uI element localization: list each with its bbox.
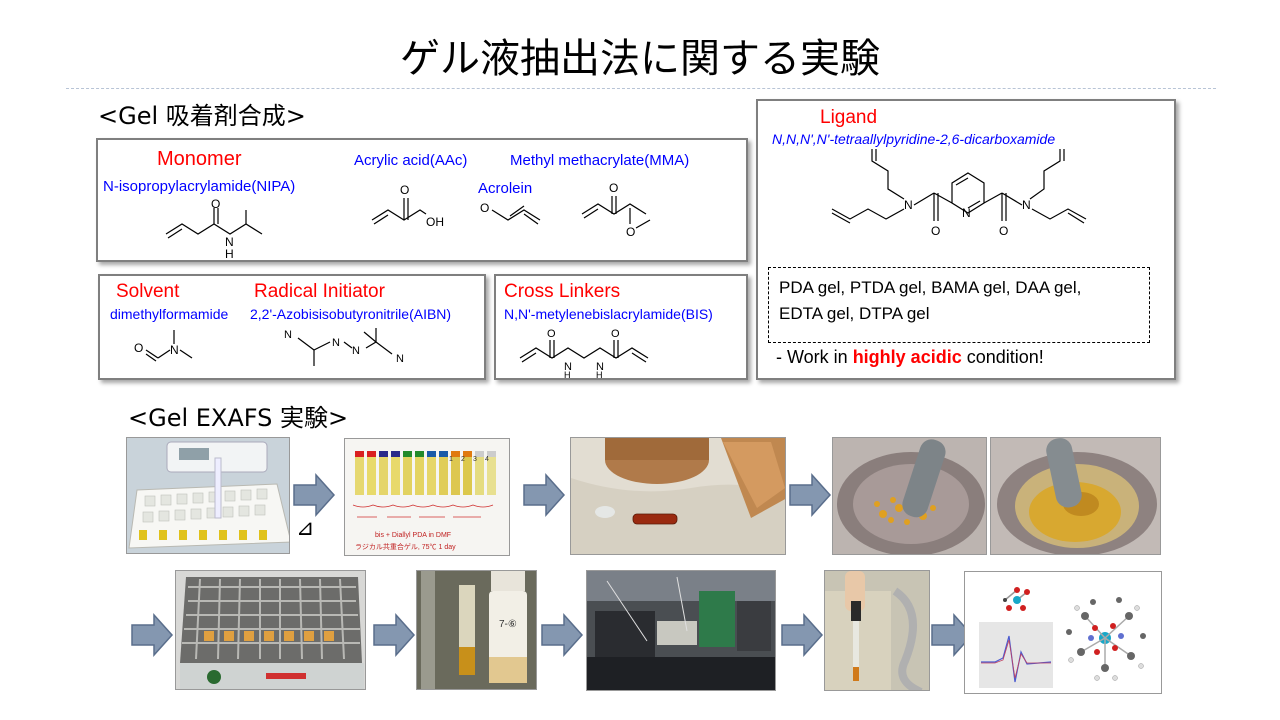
- bis-structure: O O N H N H: [519, 328, 649, 378]
- acidic-note: - Work in highly acidic condition!: [776, 347, 1044, 368]
- mma-structure: O O: [581, 181, 651, 238]
- dmf-structure: O N: [134, 330, 193, 362]
- solvent-name: dimethylformamide: [110, 306, 229, 322]
- svg-text:N: N: [332, 337, 340, 349]
- mortar-grains-image: [833, 438, 986, 554]
- gel-types-line2: EDTA gel, DTPA gel: [779, 304, 930, 323]
- vial-label-2: 2: [461, 456, 465, 463]
- vial-note-line1: bis + Diallyl PDA in DMF: [375, 532, 451, 539]
- bottle-label: 7-⑥: [499, 619, 517, 630]
- svg-text:N: N: [170, 343, 179, 357]
- svg-text:N: N: [564, 361, 572, 373]
- complex-structure-icon: [1066, 597, 1146, 681]
- process-arrow-7: [781, 613, 824, 657]
- process-arrow-5: [373, 613, 416, 657]
- exafs-results-image: [965, 572, 1161, 693]
- vial-label-1: 1: [449, 456, 453, 463]
- process-arrow-2: [523, 473, 566, 517]
- sample-holder-image: [825, 571, 929, 690]
- shaker-image: [176, 571, 365, 689]
- monomer-heading: Monomer: [157, 148, 242, 170]
- beamline-image: [587, 571, 775, 690]
- monomer-box: Monomer N-isopropylacrylamide(NIPA) Acry…: [96, 138, 748, 262]
- svg-text:O: O: [611, 328, 620, 340]
- page-title: ゲル液抽出法に関する実験: [400, 36, 880, 82]
- mortar-powder-image: [991, 438, 1160, 554]
- nipa-label: N-isopropylacrylamide(NIPA): [103, 178, 296, 195]
- photo-exafs-results: [964, 571, 1162, 694]
- photo-shaker: [175, 570, 366, 690]
- tube-rack-image: [127, 438, 289, 553]
- photo-hammer: [570, 437, 786, 555]
- svg-text:O: O: [400, 183, 409, 197]
- crosslinker-name: N,N'-metylenebislacrylamide(BIS): [504, 306, 713, 322]
- heat-symbol: ⊿: [296, 516, 315, 541]
- photo-mortar-powder: [990, 437, 1161, 555]
- svg-text:N: N: [596, 361, 604, 373]
- process-arrow-8: [931, 613, 974, 657]
- process-arrow-1: [293, 473, 336, 517]
- svg-text:N: N: [1022, 198, 1031, 212]
- svg-text:N: N: [352, 345, 360, 357]
- section-synthesis-heading: <Gel 吸着剤合成>: [98, 102, 306, 130]
- svg-text:O: O: [211, 198, 220, 211]
- photo-mortar-grains: [832, 437, 987, 555]
- photo-sample-holder: [824, 570, 930, 691]
- process-arrow-3: [789, 473, 832, 517]
- mma-label: Methyl methacrylate(MMA): [510, 152, 690, 169]
- process-arrow-4: [131, 613, 174, 657]
- small-molecule-icon: [1003, 587, 1030, 611]
- ligand-structure: N N N O O: [831, 149, 1087, 238]
- process-arrow-6: [541, 613, 584, 657]
- ligand-box: Ligand N,N,N',N'-tetraallylpyridine-2,6-…: [756, 99, 1176, 380]
- vial-label-3: 3: [473, 456, 477, 463]
- aibn-structure: N N N N: [284, 328, 404, 366]
- ligand-name: N,N,N',N'-tetraallylpyridine-2,6-dicarbo…: [772, 131, 1056, 147]
- acrolein-label: Acrolein: [478, 180, 533, 197]
- gel-bottle-image: 7-⑥: [417, 571, 536, 689]
- initiator-name: 2,2'-Azobisisobutyronitrile(AIBN): [250, 306, 452, 322]
- aac-label: Acrylic acid(AAc): [354, 152, 468, 169]
- photo-gel-bottle: 7-⑥: [416, 570, 537, 690]
- photo-tube-rack: [126, 437, 290, 554]
- initiator-heading: Radical Initiator: [254, 281, 385, 302]
- acidic-note-highlight: highly acidic: [852, 347, 962, 367]
- solvent-initiator-box: Solvent Radical Initiator dimethylformam…: [98, 274, 486, 380]
- ligand-heading: Ligand: [820, 107, 878, 128]
- svg-text:N: N: [396, 353, 404, 365]
- svg-text:N: N: [962, 206, 971, 220]
- photo-beamline: [586, 570, 776, 691]
- svg-text:O: O: [480, 201, 489, 215]
- svg-text:O: O: [134, 341, 143, 355]
- vial-label-4: 4: [485, 456, 489, 463]
- svg-text:O: O: [626, 225, 635, 238]
- crosslinker-heading: Cross Linkers: [504, 281, 621, 302]
- aac-structure: O OH: [371, 183, 444, 229]
- photo-vials: 1 2 3 4 bis + Diallyl PDA in DMF ラジカル共重合…: [344, 438, 510, 556]
- svg-text:N: N: [904, 198, 913, 212]
- svg-text:N: N: [284, 329, 292, 341]
- title-divider: [66, 88, 1216, 89]
- hammer-image: [571, 438, 785, 554]
- vial-note-line2: ラジカル共重合ゲル, 75℃ 1 day: [355, 542, 456, 551]
- svg-text:OH: OH: [426, 215, 444, 229]
- svg-text:H: H: [225, 247, 234, 261]
- crosslinker-box: Cross Linkers N,N'-metylenebislacrylamid…: [494, 274, 748, 380]
- svg-text:O: O: [931, 224, 940, 238]
- nipa-structure: O N H: [165, 198, 263, 261]
- svg-text:O: O: [547, 328, 556, 340]
- svg-text:H: H: [596, 370, 603, 378]
- svg-text:O: O: [999, 224, 1008, 238]
- svg-text:H: H: [564, 370, 571, 378]
- gel-types-line1: PDA gel, PTDA gel, BAMA gel, DAA gel,: [779, 278, 1082, 297]
- gel-types-box: PDA gel, PTDA gel, BAMA gel, DAA gel, ED…: [768, 267, 1150, 343]
- svg-text:N: N: [225, 235, 234, 249]
- acidic-note-prefix: - Work in: [776, 347, 853, 367]
- svg-text:O: O: [609, 181, 618, 195]
- vials-image: 1 2 3 4 bis + Diallyl PDA in DMF ラジカル共重合…: [345, 439, 509, 555]
- acrolein-structure: O: [480, 201, 541, 225]
- solvent-heading: Solvent: [116, 281, 180, 302]
- section-exafs-heading: <Gel EXAFS 実験>: [128, 404, 349, 432]
- acidic-note-suffix: condition!: [961, 347, 1044, 367]
